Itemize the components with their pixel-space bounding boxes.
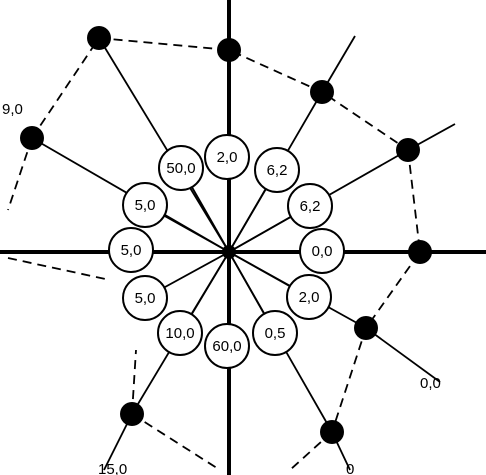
point-e — [408, 240, 432, 264]
point-nnw — [87, 26, 111, 50]
point-se — [354, 316, 378, 340]
bubble-se-label: 2,0 — [299, 289, 320, 306]
point-sw — [120, 402, 144, 426]
bubble-e: 0,0 — [299, 228, 345, 274]
bubble-nw-label: 5,0 — [135, 197, 156, 214]
spoke-nnw — [98, 37, 230, 253]
bubble-sse: 0,5 — [252, 310, 298, 356]
polygon-sw — [131, 413, 221, 471]
bubble-nnw: 50,0 — [158, 145, 204, 191]
outer-polygon — [7, 37, 421, 471]
point-sse — [320, 420, 344, 444]
polygon-east — [331, 149, 421, 433]
bubble-e-label: 0,0 — [312, 243, 333, 260]
bubble-n-label: 2,0 — [217, 149, 238, 166]
center-point — [222, 245, 236, 259]
bubbles: 2,0 6,2 6,2 0,0 2,0 0,5 60,0 10,0 — [108, 134, 345, 369]
bubble-nw: 5,0 — [122, 182, 168, 228]
bubble-s-label: 60,0 — [212, 338, 241, 355]
polygon-west-upper — [7, 137, 33, 211]
bubble-sw: 5,0 — [122, 275, 168, 321]
point-n — [217, 38, 241, 62]
polygon-north — [31, 37, 409, 151]
point-nne — [310, 80, 334, 104]
polygon-west-lower — [131, 349, 137, 415]
point-ne — [396, 138, 420, 162]
bubble-w: 5,0 — [108, 227, 154, 273]
outer-labels: 9,0 15,0 0 0,0 — [2, 101, 441, 475]
bubble-sse-label: 0,5 — [265, 325, 286, 342]
outer-label-sse: 0 — [346, 461, 354, 475]
bubble-s: 60,0 — [204, 323, 250, 369]
bubble-nnw-label: 50,0 — [166, 160, 195, 177]
spoke-se-outer — [365, 327, 441, 383]
polygon-south — [289, 431, 333, 471]
outer-label-ssw: 15,0 — [98, 461, 127, 475]
bubble-nne: 6,2 — [254, 147, 300, 193]
outer-points — [20, 26, 432, 444]
bubble-sw-label: 5,0 — [135, 290, 156, 307]
point-wnw — [20, 126, 44, 150]
bubble-ssw-label: 10,0 — [165, 325, 194, 342]
outer-label-ese: 0,0 — [420, 375, 441, 392]
bubble-ne-label: 6,2 — [300, 198, 321, 215]
polygon-west-mid — [7, 257, 111, 281]
bubble-ssw: 10,0 — [157, 310, 203, 356]
outer-label-wnw: 9,0 — [2, 101, 23, 118]
bubble-ne: 6,2 — [287, 183, 333, 229]
bubble-n: 2,0 — [204, 134, 250, 180]
bubble-se: 2,0 — [286, 274, 332, 320]
bubble-nne-label: 6,2 — [267, 162, 288, 179]
bubble-w-label: 5,0 — [121, 242, 142, 259]
